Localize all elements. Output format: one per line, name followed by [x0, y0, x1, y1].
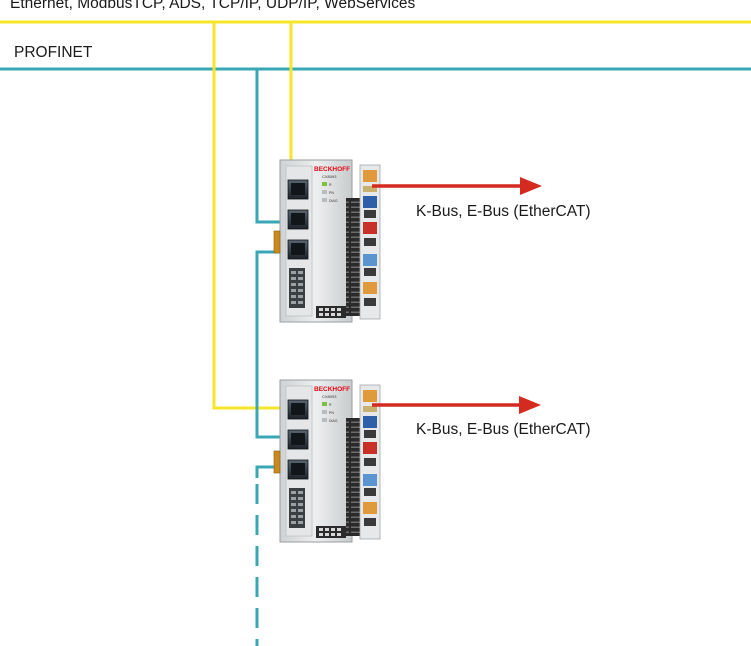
- ethernet-bus-label: Ethernet, ModbusTCP, ADS, TCP/IP, UDP/IP…: [10, 0, 416, 12]
- led-pn-icon: [322, 190, 327, 194]
- led-r-icon: [322, 182, 327, 186]
- controller-2-brand: BECKHOFF: [314, 386, 350, 393]
- ethernet-drop-controller-2: [212, 22, 292, 410]
- profinet-drop-controller-1: [255, 69, 290, 224]
- controller-2-output-arrow: [372, 396, 541, 414]
- controller-2-output-label: K-Bus, E-Bus (EtherCAT): [416, 421, 591, 438]
- controller-1-model: CX8093: [322, 174, 337, 179]
- led-r-icon: [322, 402, 327, 406]
- controller-2: BECKHOFF CX8093 R PN DIAG: [273, 379, 381, 543]
- controller-2-vent: [346, 418, 360, 536]
- controller-1: BECKHOFF CX8093 R PN DIAG: [273, 159, 381, 323]
- led-pn-icon: [322, 410, 327, 414]
- controller-2-led-r-label: R: [329, 403, 332, 407]
- profinet-link-controller-1-to-2: [255, 250, 290, 439]
- controller-2-led-diag-label: DIAG: [329, 419, 338, 423]
- controller-1-brand: BECKHOFF: [314, 166, 350, 173]
- controller-2-led-pn-label: PN: [329, 411, 334, 415]
- controller-2-model: CX8093: [322, 394, 337, 399]
- profinet-bus-label: PROFINET: [14, 44, 93, 61]
- controller-1-led-r-label: R: [329, 183, 332, 187]
- controller-1-led-diag-label: DIAG: [329, 199, 338, 203]
- controller-1-vent: [346, 198, 360, 316]
- led-diag-icon: [322, 418, 327, 422]
- controller-1-output-label: K-Bus, E-Bus (EtherCAT): [416, 203, 591, 220]
- led-diag-icon: [322, 198, 327, 202]
- controller-1-led-pn-label: PN: [329, 191, 334, 195]
- controller-1-output-arrow: [372, 177, 542, 195]
